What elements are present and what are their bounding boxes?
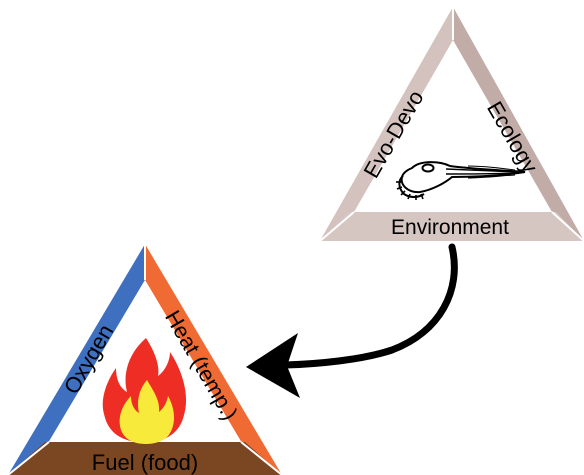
environment-label: Environment	[391, 216, 509, 239]
eco-triangle-bottom	[320, 212, 584, 241]
fire-triangle: Oxygen Heat (temp.) Fuel (food)	[7, 244, 283, 475]
fuel-side	[8, 442, 282, 475]
flame-icon	[102, 338, 187, 444]
fish-larva-icon	[396, 161, 526, 200]
eco-triangle-right-side	[453, 7, 584, 241]
heat-side	[145, 244, 282, 475]
fuel-label: Fuel (food)	[92, 450, 198, 475]
oxygen-side	[8, 244, 145, 475]
eco-triangle-inner	[354, 40, 552, 212]
eco-triangle-left-side	[320, 7, 453, 241]
eco-triangle: Evo-Devo Ecology Environment	[319, 7, 584, 242]
curved-arrow-icon	[246, 243, 458, 398]
